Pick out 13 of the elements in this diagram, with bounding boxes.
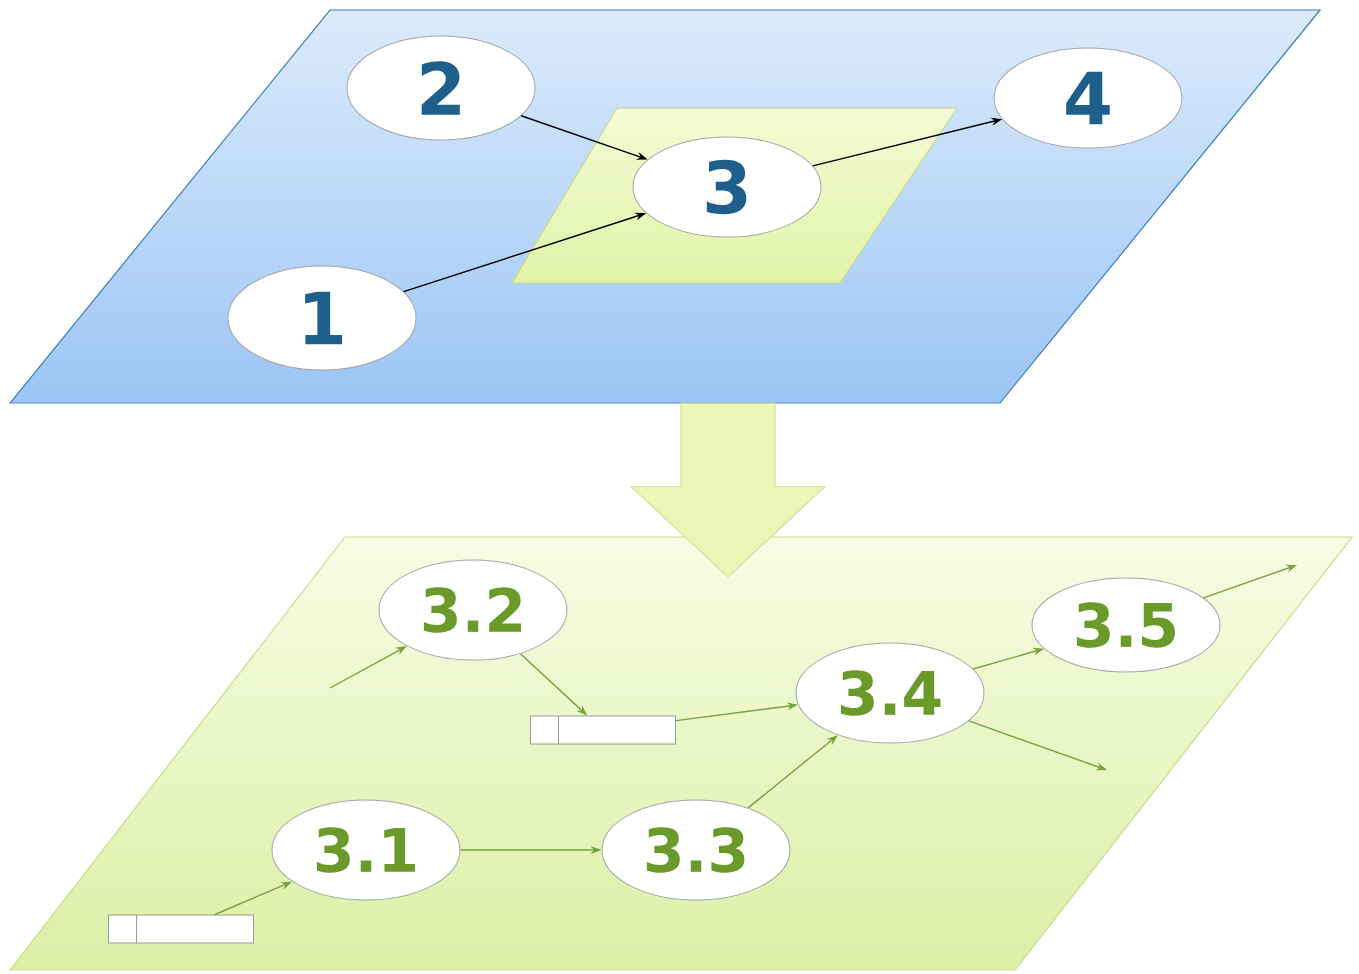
ellipse-node: 1 [227,265,417,371]
ellipse-node: 4 [993,47,1183,149]
ellipse-node: 2 [346,35,536,141]
ellipse-node: 3.5 [1031,577,1221,673]
arrow [630,402,826,578]
ellipse-node: 3.1 [271,799,461,901]
data-store-box [530,715,676,745]
data-store-box [108,914,254,944]
ellipse-node: 3.3 [601,799,791,901]
arrow [747,735,838,809]
ellipse-node: 3.4 [795,642,985,744]
ellipse-node: 3 [632,136,822,238]
ellipse-node: 3.2 [378,559,568,661]
